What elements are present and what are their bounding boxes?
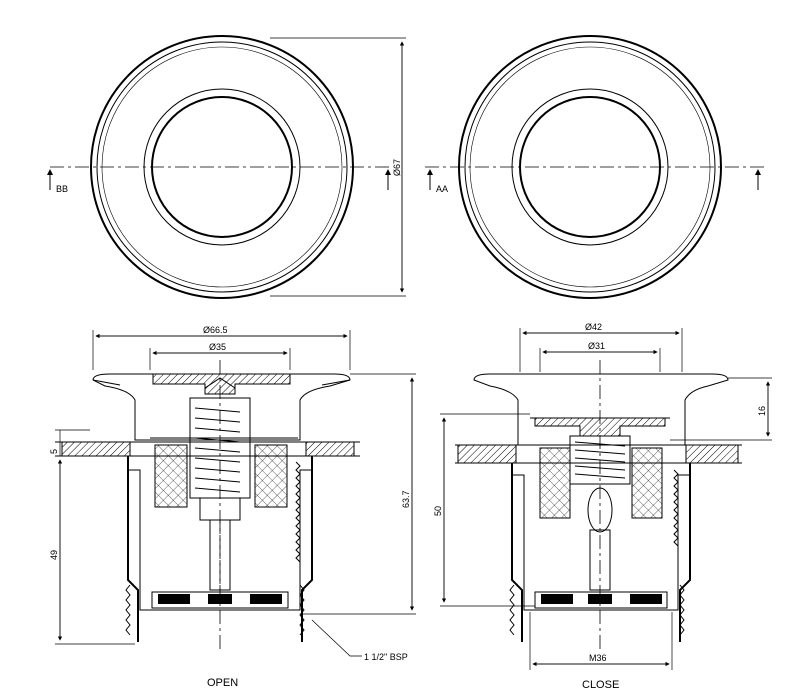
close-section-view (440, 328, 772, 670)
dim-open-total: 63.7 (401, 490, 411, 508)
section-label-bb: BB (56, 184, 68, 194)
open-view-label: OPEN (207, 677, 238, 689)
dim-open-inner: Ø35 (209, 342, 226, 352)
dim-diameter-67: Ø67 (392, 159, 402, 176)
thread-label: 1 1/2" BSP (364, 652, 408, 662)
plan-view-right (425, 35, 765, 299)
dim-close-thread: M36 (589, 653, 607, 663)
section-label-aa: AA (436, 184, 448, 194)
dim-close-cap: 16 (757, 406, 767, 416)
plan-view-left (47, 35, 406, 299)
dim-open-flange: 5 (49, 449, 59, 454)
open-section-view (55, 330, 416, 657)
dim-open-outer: Ø66.5 (203, 325, 228, 335)
dim-open-height: 49 (49, 550, 59, 560)
close-view-label: CLOSE (582, 679, 619, 691)
dim-close-height: 50 (433, 506, 443, 516)
dim-close-outer: Ø42 (585, 322, 602, 332)
dim-close-inner: Ø31 (588, 341, 605, 351)
